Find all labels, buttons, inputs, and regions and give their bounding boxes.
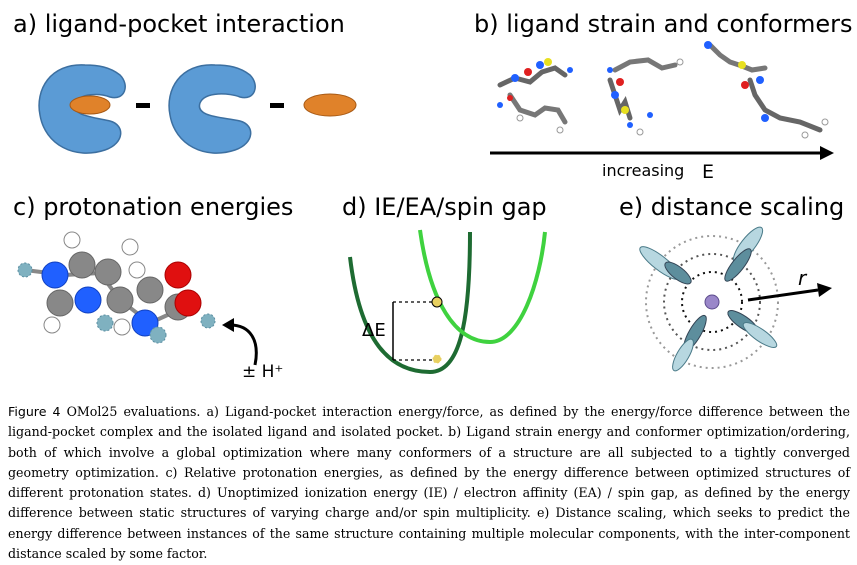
distance-arrowhead: [817, 283, 832, 297]
panel-e-title: e) distance scaling: [619, 193, 845, 221]
minus-sign-2: [270, 103, 284, 108]
distance-label: r: [798, 266, 808, 290]
protonation-arrowhead: [222, 318, 234, 332]
conformer-2: [607, 57, 684, 136]
center-point: [704, 294, 720, 310]
minus-sign-1: [136, 103, 150, 108]
conformer-3: [704, 41, 829, 139]
protonation-arrow: [229, 323, 258, 366]
panel-e-figure: r: [639, 226, 832, 372]
fragment-upper-left: [639, 246, 692, 285]
protonation-label: ± H⁺: [242, 362, 283, 382]
gap-label: ΔE: [362, 320, 386, 341]
panel-c-figure: ± H⁺: [17, 231, 283, 382]
conformer-1: [497, 58, 573, 134]
lower-state-curve: [348, 231, 472, 375]
panel-a-title: a) ligand-pocket interaction: [13, 10, 345, 38]
panel-d-title: d) IE/EA/spin gap: [342, 193, 547, 221]
isolated-ligand: [303, 93, 357, 117]
fragment-lower-left: [672, 314, 707, 372]
excited-point: [431, 296, 443, 308]
energy-axis-arrowhead: [820, 146, 834, 160]
panel-a-figure: [38, 64, 357, 154]
isolated-pocket: [168, 64, 256, 154]
complex-pocket: [38, 64, 126, 154]
panel-b-title: b) ligand strain and conformers: [474, 10, 853, 38]
figure-caption: Figure 4 OMol25 evaluations. a) Ligand-p…: [8, 402, 850, 564]
molecule: [17, 231, 216, 344]
upper-state-curve: [418, 229, 547, 345]
distance-arrow: [747, 288, 819, 302]
fragment-upper-right: [724, 226, 764, 282]
fragment-lower-right: [727, 310, 778, 348]
panel-b-figure: increasing E: [490, 41, 834, 182]
energy-symbol: E: [702, 161, 714, 182]
ground-point: [432, 354, 442, 364]
increasing-label: increasing: [602, 161, 684, 180]
caption-label: Figure 4: [8, 404, 61, 419]
caption-text: OMol25 evaluations. a) Ligand-pocket int…: [8, 404, 850, 562]
complex-ligand: [69, 95, 111, 115]
panel-c-title: c) protonation energies: [13, 193, 294, 221]
panel-d-figure: ΔE: [348, 229, 547, 375]
